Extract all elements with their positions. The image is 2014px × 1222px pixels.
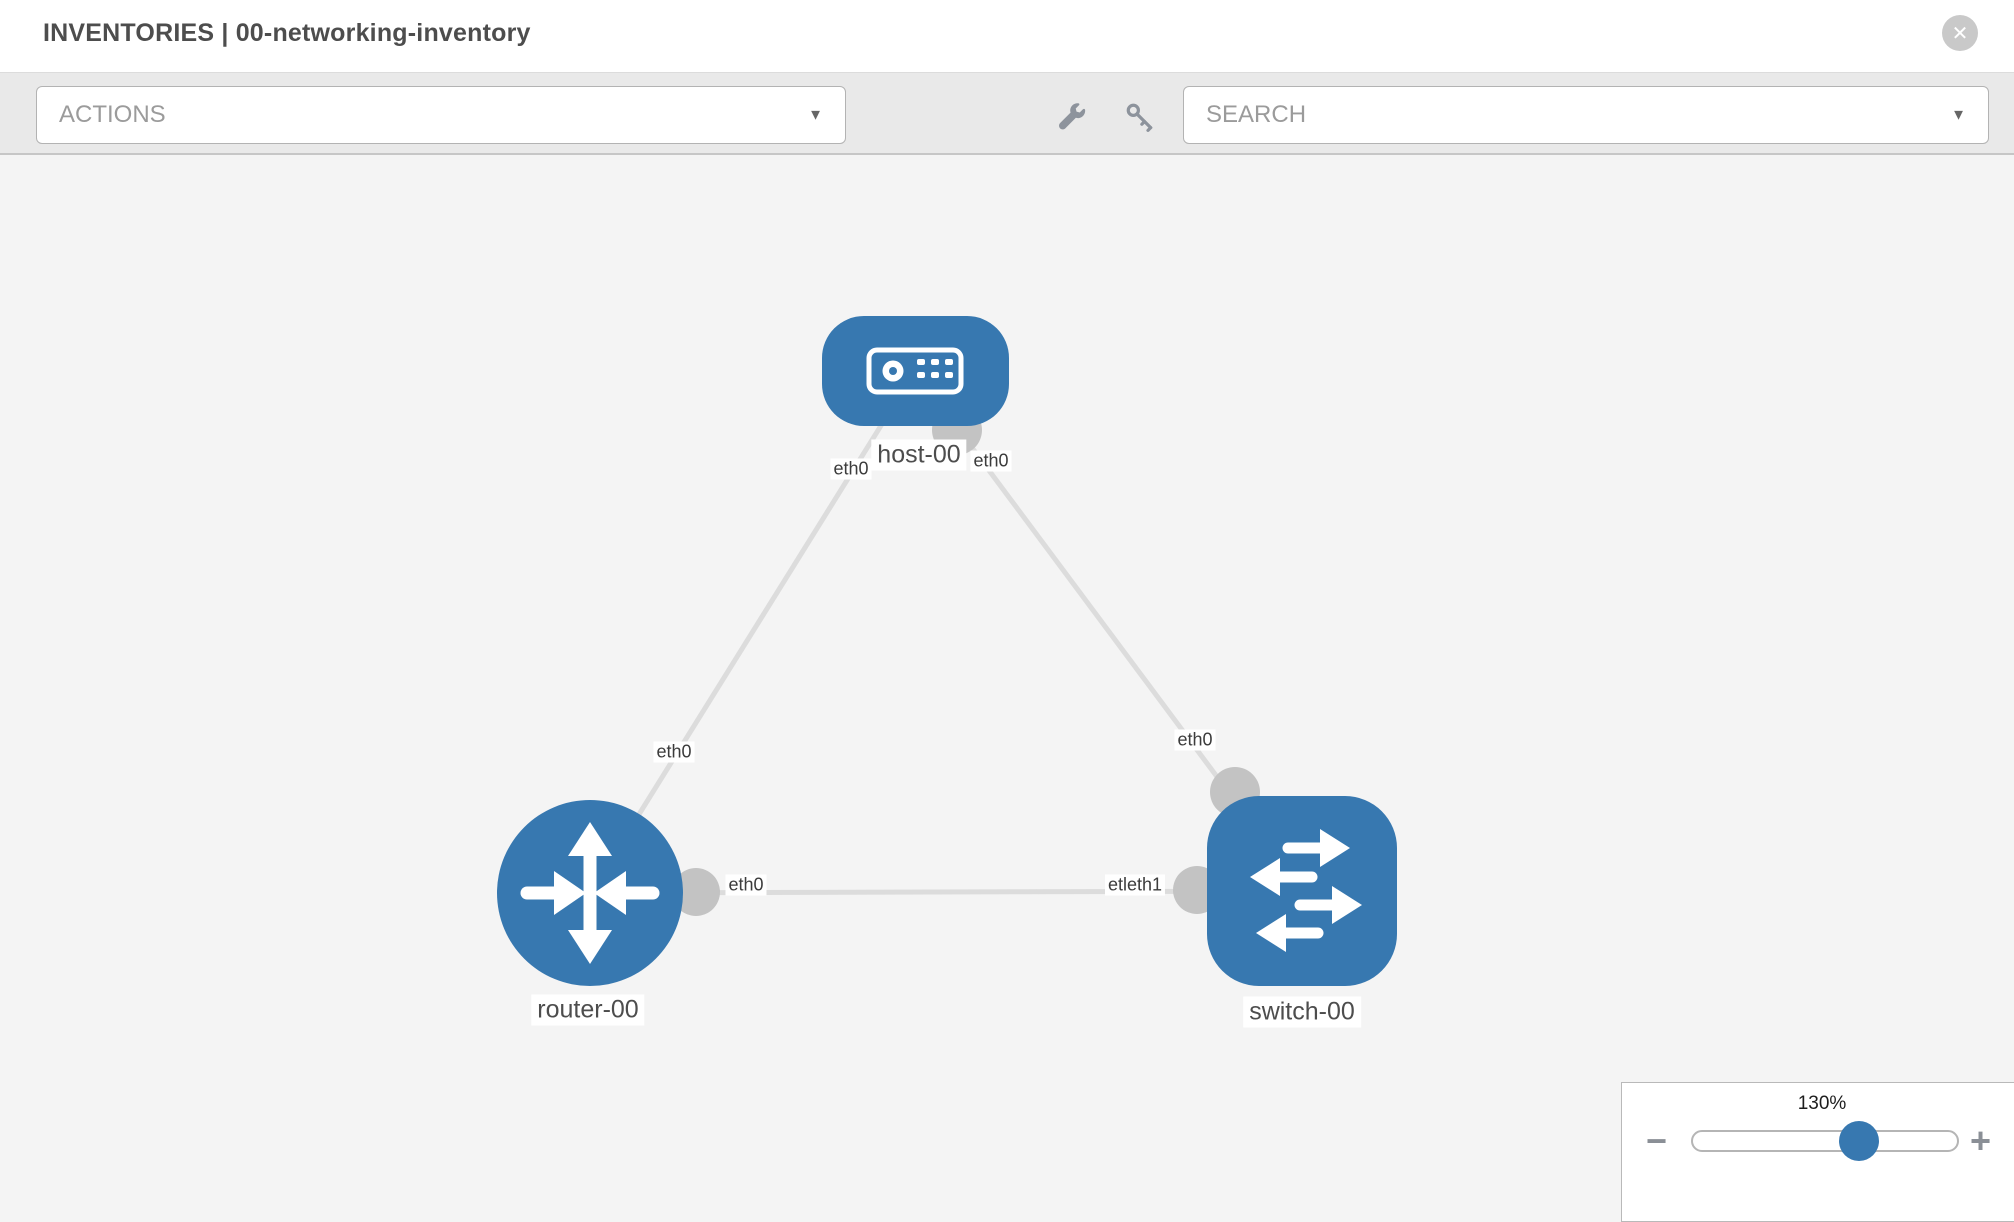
interface-label: eth0 bbox=[830, 458, 872, 480]
node-host-00[interactable] bbox=[822, 316, 1009, 426]
topology-svg bbox=[497, 316, 1397, 986]
actions-dropdown[interactable]: ACTIONS ▼ bbox=[36, 86, 846, 144]
router-icon bbox=[520, 822, 660, 964]
chevron-down-icon: ▼ bbox=[1951, 106, 1966, 124]
node-switch-00[interactable] bbox=[1207, 796, 1397, 986]
search-dropdown[interactable]: SEARCH ▼ bbox=[1183, 86, 1989, 144]
interface-label: etleth1 bbox=[1104, 874, 1166, 896]
zoom-out-button[interactable]: − bbox=[1646, 1120, 1668, 1161]
topology-canvas[interactable]: eth0 host-00 eth0 eth0 eth0 eth0 etleth1… bbox=[0, 155, 2014, 1200]
switch-icon bbox=[1250, 829, 1362, 952]
toolbar: ACTIONS ▼ SEARCH ▼ bbox=[0, 72, 2014, 155]
node-label-router: router-00 bbox=[531, 994, 645, 1026]
zoom-in-button[interactable]: + bbox=[1970, 1120, 1992, 1161]
interface-label: eth0 bbox=[970, 450, 1012, 472]
zoom-slider-thumb[interactable] bbox=[1839, 1121, 1880, 1161]
link-host-router[interactable] bbox=[587, 369, 918, 895]
search-dropdown-label: SEARCH bbox=[1206, 101, 1307, 128]
host-icon bbox=[866, 347, 964, 395]
page-header: INVENTORIES | 00-networking-inventory ✕ bbox=[0, 0, 2014, 72]
node-router-00[interactable] bbox=[497, 800, 683, 986]
node-label-switch: switch-00 bbox=[1243, 996, 1361, 1028]
node-label-host: host-00 bbox=[871, 439, 967, 471]
interface-label: eth0 bbox=[1174, 729, 1216, 751]
close-button[interactable]: ✕ bbox=[1942, 15, 1978, 51]
port-circle-router-right bbox=[672, 868, 720, 916]
wrench-icon[interactable] bbox=[1054, 101, 1086, 133]
close-icon: ✕ bbox=[1951, 22, 1969, 45]
zoom-panel: 130% − + bbox=[1621, 1082, 2014, 1222]
actions-dropdown-label: ACTIONS bbox=[59, 101, 166, 128]
key-icon[interactable] bbox=[1124, 101, 1156, 133]
chevron-down-icon: ▼ bbox=[808, 106, 823, 124]
interface-label: eth0 bbox=[653, 741, 695, 763]
zoom-level-value: 130% bbox=[1797, 1093, 1847, 1114]
zoom-slider[interactable] bbox=[1691, 1121, 1959, 1161]
interface-label: eth0 bbox=[725, 874, 767, 896]
page-title: INVENTORIES | 00-networking-inventory bbox=[43, 19, 531, 47]
